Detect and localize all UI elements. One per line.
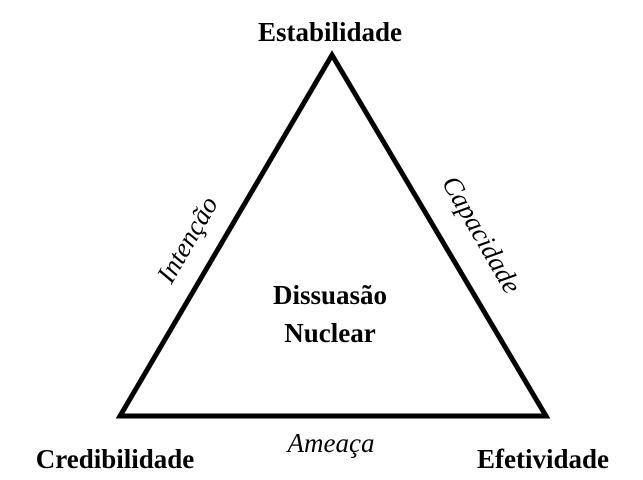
vertex-label-bottom-right: Efetividade bbox=[477, 444, 609, 474]
edge-label-left: Intenção bbox=[150, 191, 224, 289]
center-label-line-2: Nuclear bbox=[284, 318, 375, 348]
edge-label-right: Capacidade bbox=[436, 170, 527, 298]
vertex-label-bottom-left: Credibilidade bbox=[36, 444, 195, 474]
triangle-outline bbox=[115, 50, 551, 419]
center-label-line-1: Dissuasão bbox=[273, 280, 387, 310]
edge-label-bottom: Ameaça bbox=[286, 428, 375, 458]
vertex-label-top: Estabilidade bbox=[258, 17, 402, 47]
